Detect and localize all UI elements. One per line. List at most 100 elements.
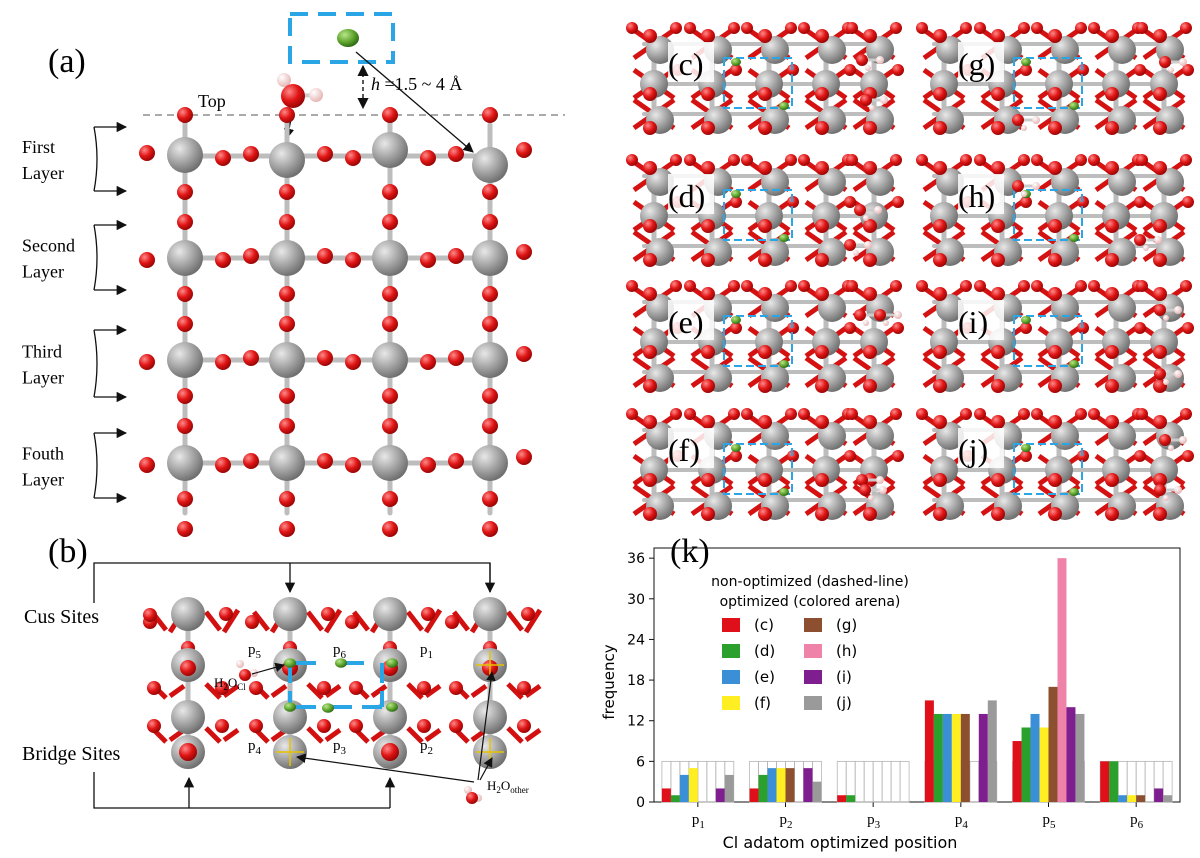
oxygen-atom <box>701 473 715 487</box>
layer-label-line2: Layer <box>22 470 64 490</box>
bar-optimized <box>661 788 671 802</box>
oxygen-atom <box>1134 64 1146 76</box>
oxygen-atom <box>1153 219 1167 233</box>
bar-non-optimized <box>969 760 980 803</box>
hydrogen-atom <box>1179 58 1187 66</box>
oxygen-atom <box>1182 196 1194 208</box>
ti-atom <box>273 597 307 631</box>
oxygen-atom <box>626 22 638 34</box>
bar-optimized <box>758 774 768 802</box>
oxygen-atom <box>916 280 928 292</box>
structure-panel-label: (g) <box>958 46 995 82</box>
oxygen-atom <box>933 219 947 233</box>
cl-atom <box>731 58 741 66</box>
oxygen-atom <box>892 196 904 208</box>
x-tick-label: p3 <box>867 812 881 831</box>
structure-panel-label: (d) <box>668 178 705 214</box>
oxygen-atom <box>1134 322 1146 334</box>
ti-atom <box>269 142 305 178</box>
hydrogen-atom <box>1163 495 1169 501</box>
bar-optimized <box>1136 795 1146 802</box>
oxygen-atom <box>1105 345 1119 359</box>
structure-panel: (d) <box>626 154 904 267</box>
oxygen-atom <box>684 280 696 292</box>
oxygen-atom <box>933 121 947 135</box>
oxygen-atom <box>1159 434 1171 446</box>
ti-atom <box>171 700 205 734</box>
bar-optimized <box>679 774 689 802</box>
bar-optimized <box>1057 558 1067 802</box>
chart-bars <box>661 558 1173 803</box>
label-backdrop <box>958 174 1004 214</box>
oxygen-atom <box>517 719 531 733</box>
oxygen-atom <box>1012 114 1024 126</box>
oxygen-atom <box>1088 408 1100 420</box>
oxygen-atom <box>1136 22 1148 34</box>
oxygen-atom <box>516 142 532 158</box>
bond <box>306 726 324 744</box>
panel-a: (a) h =1.5 ~ 4 Å Top FirstLayerSecondLay… <box>22 12 565 537</box>
oxygen-atom <box>730 196 742 208</box>
cl-atom <box>1069 234 1079 242</box>
oxygen-atom <box>215 150 231 166</box>
bond <box>452 610 470 632</box>
oxygen-atom <box>177 388 193 404</box>
oxygen-atom <box>785 280 797 292</box>
oxygen-atom <box>684 154 696 166</box>
oxygen-atom <box>279 388 295 404</box>
bar-non-optimized <box>854 760 865 803</box>
ti-atom <box>372 342 408 378</box>
bond <box>204 682 222 700</box>
hydrogen-atom <box>880 96 888 104</box>
legend-entry: (c) <box>754 616 774 634</box>
ti-atom <box>472 445 508 481</box>
oxygen-atom <box>1088 22 1100 34</box>
bar-optimized <box>715 788 725 802</box>
oxygen-atom <box>798 280 810 292</box>
top-label: Top <box>198 91 226 111</box>
hydrogen-atom <box>863 320 869 326</box>
oxygen-atom <box>382 388 398 404</box>
oxygen-atom <box>798 408 810 420</box>
oxygen-atom <box>516 449 532 465</box>
oxygen-atom <box>448 453 464 469</box>
oxygen-atom <box>448 350 464 366</box>
oxygen-atom <box>670 408 682 420</box>
oxygen-atom <box>1182 322 1194 334</box>
bond <box>524 727 542 743</box>
structure-panel-label: (f) <box>668 432 700 468</box>
oxygen-atom <box>863 121 877 135</box>
oxygen-atom <box>815 415 829 429</box>
oxygen-atom <box>1018 408 1030 420</box>
oxygen-atom <box>1134 196 1146 208</box>
structure-panel: (c) <box>626 22 904 135</box>
structure-panel: (e) <box>626 280 904 393</box>
cl-atom <box>284 658 296 668</box>
structure-panels: (c)(d)(e)(f)(g)(h)(i)(j) <box>626 22 1194 521</box>
oxygen-atom <box>382 521 398 537</box>
oxygen-atom <box>626 408 638 420</box>
oxygen-atom <box>815 287 829 301</box>
oxygen-atom <box>730 64 742 76</box>
oxygen-atom <box>892 322 904 334</box>
oxygen-atom <box>785 22 797 34</box>
oxygen-atom <box>243 350 259 366</box>
oxygen-atom <box>863 219 877 233</box>
legend-swatch <box>804 618 822 632</box>
x-tick-label: p2 <box>780 812 793 831</box>
oxygen-atom <box>345 615 359 629</box>
cl-path-box <box>1013 57 1083 109</box>
label-backdrop <box>668 428 714 468</box>
position-p6: p6 <box>333 642 347 661</box>
panel-k-label: (k) <box>670 533 710 570</box>
ti-atom <box>646 36 674 64</box>
layer-labels: FirstLayerSecondLayerThirdLayerFouthLaye… <box>22 121 128 504</box>
oxygen-atom <box>177 107 193 123</box>
oxygen-atom <box>1048 253 1062 267</box>
oxygen-atom <box>863 161 877 175</box>
bond <box>270 683 288 699</box>
oxygen-atom <box>730 322 742 334</box>
oxygen-atom <box>1048 379 1062 393</box>
legend-title-2: optimized (colored arena) <box>720 594 901 610</box>
rutile-side-view <box>139 107 532 537</box>
